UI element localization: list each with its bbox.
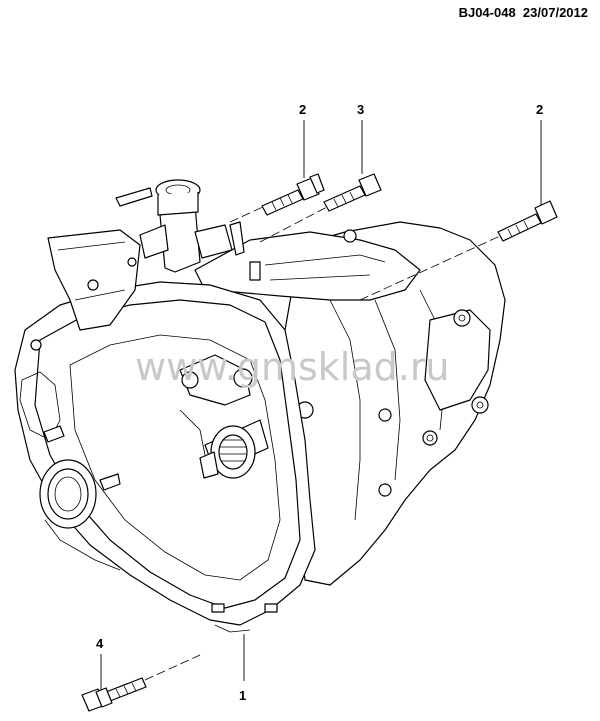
assembly-axis <box>144 654 201 681</box>
drawing-header: BJ04-048 23/07/2012 <box>459 5 588 20</box>
drawing-date: 23/07/2012 <box>522 5 588 20</box>
callout-2-right: 2 <box>536 102 543 117</box>
bolt-3 <box>323 173 382 212</box>
drawing-code: BJ04-048 <box>458 5 516 20</box>
callout-3: 3 <box>357 102 364 117</box>
transmission-assembly <box>14 179 506 633</box>
callout-1: 1 <box>239 688 246 703</box>
bolt-2-left <box>261 173 325 216</box>
callout-4: 4 <box>96 636 104 651</box>
callout-2-left: 2 <box>299 102 306 117</box>
watermark: www.gmsklad.ru <box>135 345 450 389</box>
bolt-2-right <box>497 200 558 242</box>
assembly-axis <box>229 205 266 223</box>
bolt-4 <box>81 677 147 712</box>
